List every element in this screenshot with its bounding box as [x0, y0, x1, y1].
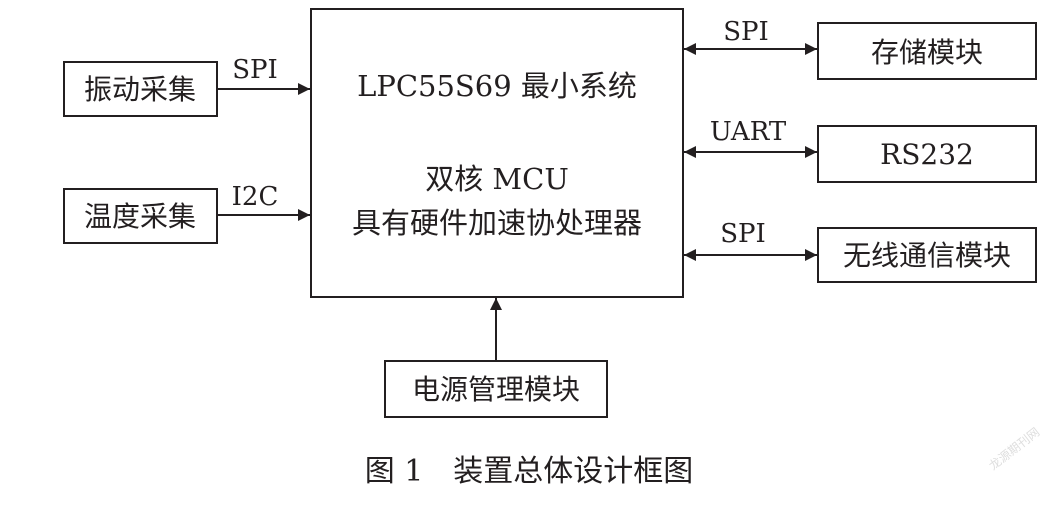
rs232-box — [817, 125, 1037, 183]
temperature-bus-label: I2C — [232, 182, 279, 212]
mcu-accelerator-label: 具有硬件加速协处理器 — [352, 206, 642, 240]
power-label: 电源管理模块 — [412, 373, 580, 406]
rs232-module: RS232 — [817, 125, 1037, 183]
vibration-box — [63, 61, 218, 117]
temperature-box — [63, 188, 218, 244]
vibration-module: 振动采集 — [63, 61, 218, 117]
power-box — [384, 360, 608, 418]
storage-box — [817, 22, 1037, 80]
wireless-bus-label: SPI — [720, 219, 766, 249]
mcu-core-label: 双核 MCU — [425, 162, 569, 196]
storage-label: 存储模块 — [871, 36, 983, 69]
mcu-title: LPC55S69 最小系统 — [357, 69, 637, 103]
rs232-bus-label: UART — [710, 117, 787, 147]
storage-module: 存储模块 — [817, 22, 1037, 80]
wireless-label: 无线通信模块 — [843, 239, 1011, 272]
rs232-label: RS232 — [880, 138, 974, 171]
wireless-box — [817, 227, 1037, 283]
power-module: 电源管理模块 — [384, 360, 608, 418]
storage-bus-label: SPI — [723, 17, 769, 47]
figure-caption: 图 1 装置总体设计框图 — [365, 454, 694, 489]
temperature-module: 温度采集 — [63, 188, 218, 244]
vibration-label: 振动采集 — [84, 73, 196, 106]
wireless-module: 无线通信模块 — [817, 227, 1037, 283]
mcu-block: LPC55S69 最小系统 双核 MCU 具有硬件加速协处理器 — [310, 8, 684, 298]
mcu-box — [310, 8, 684, 298]
vibration-bus-label: SPI — [232, 55, 278, 85]
temperature-label: 温度采集 — [84, 200, 196, 233]
